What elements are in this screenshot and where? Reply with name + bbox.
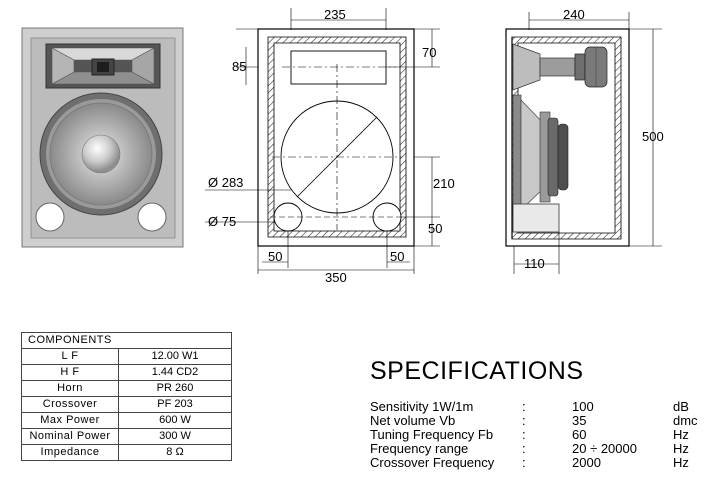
woofer-icon [39, 92, 163, 216]
spec-unit: dmc [673, 413, 698, 428]
spec-label: Tuning Frequency Fb [370, 427, 494, 442]
spec-value: 100 [572, 399, 594, 414]
spec-unit: Hz [673, 441, 689, 456]
component-value: 300 W [118, 428, 232, 445]
spec-label: Crossover Frequency [370, 455, 495, 470]
spec-value: 60 [572, 427, 587, 442]
woofer-side-icon [512, 94, 569, 216]
specifications-title: SPECIFICATIONS [370, 357, 584, 385]
dim-overall-width: 350 [325, 270, 347, 285]
dim-port-left-offset: 50 [268, 249, 282, 264]
spec-separator: : [522, 413, 526, 428]
dim-woofer-diameter: Ø 283 [208, 175, 243, 190]
dim-horn-height: 70 [422, 45, 436, 60]
component-label: Horn [21, 380, 119, 397]
spec-label: Sensitivity 1W/1m [370, 399, 474, 414]
component-label: Crossover [21, 396, 119, 413]
dim-side-depth: 240 [563, 7, 585, 22]
spec-separator: : [522, 441, 526, 456]
component-label: Impedance [21, 444, 119, 461]
table-row: Nominal Power 300 W [21, 428, 232, 445]
front-technical-view [205, 8, 440, 274]
spec-unit: Hz [673, 427, 689, 442]
table-row: H F 1.44 CD2 [21, 364, 232, 381]
spec-separator: : [522, 399, 526, 414]
table-row: Impedance 8 Ω [21, 444, 232, 461]
spec-row: Net volume Vb : 35 dmc [370, 414, 700, 428]
spec-separator: : [522, 455, 526, 470]
spec-value: 2000 [572, 455, 601, 470]
component-label: Nominal Power [21, 428, 119, 445]
spec-unit: Hz [673, 455, 689, 470]
component-value: PR 260 [118, 380, 232, 397]
table-row: Horn PR 260 [21, 380, 232, 397]
horn-driver-icon [512, 43, 608, 91]
dim-port-bottom: 50 [428, 221, 442, 236]
dim-front-width: 235 [324, 7, 346, 22]
spec-separator: : [522, 427, 526, 442]
port-icon [35, 202, 65, 232]
dim-side-height: 500 [642, 129, 664, 144]
table-row: Max Power 600 W [21, 412, 232, 429]
speaker-drawing: 235 85 70 Ø 283 210 Ø 75 50 50 50 350 24… [21, 7, 664, 285]
front-view [21, 27, 184, 248]
port-icon [137, 202, 167, 232]
component-value: 12.00 W1 [118, 348, 232, 365]
specifications-list: Sensitivity 1W/1m : 100 dB Net volume Vb… [370, 400, 700, 470]
spec-label: Frequency range [370, 441, 469, 456]
spec-value: 20 ÷ 20000 [572, 441, 637, 456]
dim-port-diameter: Ø 75 [208, 214, 236, 229]
components-table: COMPONENTS L F 12.00 W1 H F 1.44 CD2 Hor… [21, 332, 232, 461]
dim-horn-top: 85 [232, 59, 246, 74]
side-technical-view [505, 12, 662, 274]
spec-row: Crossover Frequency : 2000 Hz [370, 456, 700, 470]
component-label: Max Power [21, 412, 119, 429]
components-title: COMPONENTS [21, 332, 232, 349]
spec-row: Frequency range : 20 ÷ 20000 Hz [370, 442, 700, 456]
spec-label: Net volume Vb [370, 413, 456, 428]
table-row: L F 12.00 W1 [21, 348, 232, 365]
table-header-row: COMPONENTS [21, 332, 232, 349]
spec-row: Tuning Frequency Fb : 60 Hz [370, 428, 700, 442]
table-row: Crossover PF 203 [21, 396, 232, 413]
dim-port-right-offset: 50 [390, 249, 404, 264]
spec-unit: dB [673, 399, 689, 414]
spec-value: 35 [572, 413, 587, 428]
horn-icon [45, 43, 161, 89]
dim-side-bottom: 110 [524, 256, 545, 271]
component-value: 600 W [118, 412, 232, 429]
component-value: 8 Ω [118, 444, 232, 461]
component-value: PF 203 [118, 396, 232, 413]
component-label: L F [21, 348, 119, 365]
component-value: 1.44 CD2 [118, 364, 232, 381]
dim-port-height: 210 [433, 176, 455, 191]
spec-row: Sensitivity 1W/1m : 100 dB [370, 400, 700, 414]
component-label: H F [21, 364, 119, 381]
